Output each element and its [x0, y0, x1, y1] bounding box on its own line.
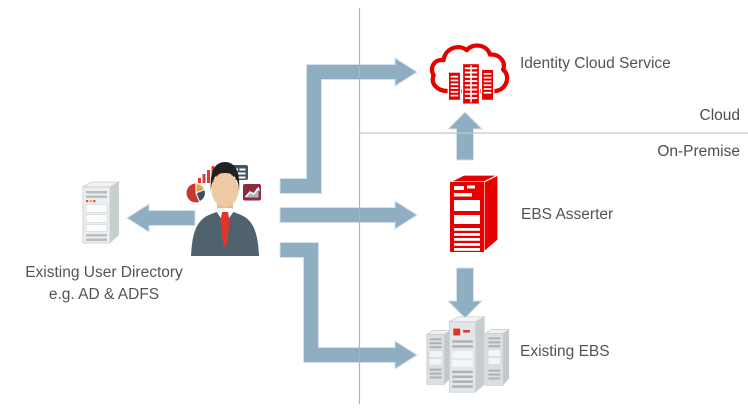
label-cloud-zone: Cloud	[699, 107, 741, 124]
red-cloud-datacenter-icon	[429, 43, 510, 105]
label-directory-line2: e.g. AD & ADFS	[48, 286, 160, 304]
label-identity-cloud-service: Identity Cloud Service	[520, 55, 671, 72]
label-existing-user-directory: Existing User Directory e.g. AD & ADFS	[8, 262, 200, 307]
gray-server-cluster-icon	[425, 316, 510, 393]
label-ebs-asserter: EBS Asserter	[521, 206, 614, 223]
label-directory-line1: Existing User Directory	[25, 264, 183, 281]
label-on-premise-zone: On-Premise	[657, 143, 740, 160]
status-led-dots	[86, 200, 96, 203]
pie-chart-icon	[186, 182, 206, 203]
red-server-tower-icon	[449, 174, 499, 254]
arrow-user-to-directory	[126, 203, 196, 233]
arrow-asserter-to-existing-ebs	[446, 267, 484, 319]
arrow-user-to-identity-cloud	[279, 57, 418, 194]
business-user-icon	[186, 162, 261, 256]
gray-server-tower-icon	[81, 181, 121, 244]
arrow-asserter-to-identity-cloud	[446, 111, 484, 161]
arrow-user-to-ebs-asserter	[279, 200, 418, 230]
arrow-user-to-existing-ebs	[279, 242, 418, 370]
red-tie	[220, 212, 230, 248]
user-figure	[191, 162, 259, 256]
red-status-square	[453, 328, 461, 336]
label-existing-ebs: Existing EBS	[520, 343, 610, 360]
trend-chart-icon	[243, 184, 261, 201]
